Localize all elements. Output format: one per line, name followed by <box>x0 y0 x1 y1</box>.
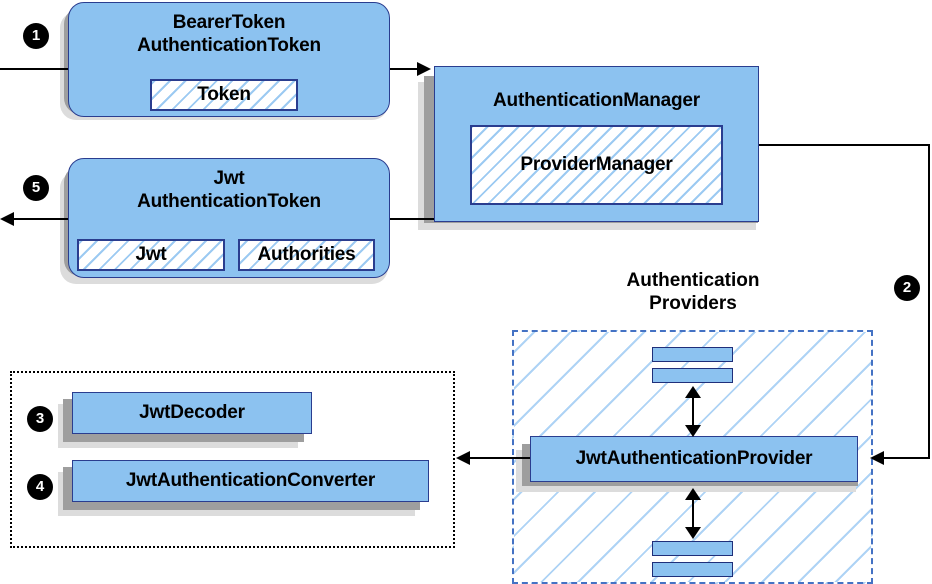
connector-response-out <box>14 218 72 220</box>
connector-manager-to-jwt-token <box>388 218 436 220</box>
jwt-token-title-line2: AuthenticationToken <box>137 191 321 212</box>
authentication-manager-slot-provider-manager[interactable]: ProviderManager <box>470 125 723 205</box>
step-marker-3: 3 <box>28 407 52 431</box>
step-marker-2: 2 <box>895 276 919 300</box>
jwt-token-slot-authorities[interactable]: Authorities <box>238 239 375 271</box>
arrowhead-to-support-zone <box>456 451 470 465</box>
step-marker-1: 1 <box>24 24 48 48</box>
provider-stub-bar-bottom-2 <box>652 562 733 577</box>
provider-stub-bar-bottom-1 <box>652 541 733 556</box>
bearer-token-title-line1: BearerToken <box>172 12 286 33</box>
connector-bearer-to-manager <box>390 68 422 70</box>
arrowhead-provider-down-bottom <box>685 527 701 539</box>
arrowhead-bearer-to-manager <box>417 62 431 76</box>
connector-right-down <box>928 144 930 459</box>
connector-down-to-provider <box>884 457 930 459</box>
step-marker-5: 5 <box>24 176 48 200</box>
provider-manager-label: ProviderManager <box>520 154 673 175</box>
authentication-manager-title: AuthenticationManager <box>493 90 700 111</box>
bearer-token-slot-label: Token <box>197 84 251 105</box>
step-marker-4: 4 <box>28 475 52 499</box>
jwt-authentication-provider-label: JwtAuthenticationProvider <box>575 448 813 469</box>
jwt-authentication-converter-box[interactable]: JwtAuthenticationConverter <box>72 460 429 502</box>
jwt-slot-label: Jwt <box>135 244 167 265</box>
jwt-authentication-converter-label: JwtAuthenticationConverter <box>125 470 376 491</box>
jwt-decoder-box[interactable]: JwtDecoder <box>72 392 312 434</box>
jwt-decoder-label: JwtDecoder <box>139 402 245 423</box>
arrowhead-response-out <box>0 212 14 226</box>
jwt-token-slot-jwt[interactable]: Jwt <box>77 239 225 271</box>
connector-provider-down <box>692 494 694 534</box>
bearer-token-slot-token[interactable]: Token <box>150 79 298 111</box>
arrowhead-provider-up-bottom <box>685 488 701 500</box>
provider-stub-bar-top-2 <box>652 368 733 383</box>
arrowhead-provider-down-top <box>685 425 701 437</box>
connector-manager-right <box>757 144 930 146</box>
connector-provider-to-support <box>470 457 530 459</box>
arrowhead-to-provider <box>870 451 884 465</box>
provider-stub-bar-top-1 <box>652 347 733 362</box>
jwt-support-zone <box>10 371 455 548</box>
providers-zone-title-line1: Authentication <box>626 270 760 291</box>
providers-zone-title-line2: Providers <box>649 293 737 314</box>
connector-provider-up <box>692 392 694 432</box>
connector-request-in <box>0 68 70 70</box>
jwt-authentication-provider-box[interactable]: JwtAuthenticationProvider <box>530 436 858 482</box>
authorities-slot-label: Authorities <box>257 244 356 265</box>
bearer-token-title-line2: AuthenticationToken <box>137 35 321 56</box>
arrowhead-provider-up <box>685 386 701 398</box>
jwt-token-title-line1: Jwt <box>213 168 245 189</box>
